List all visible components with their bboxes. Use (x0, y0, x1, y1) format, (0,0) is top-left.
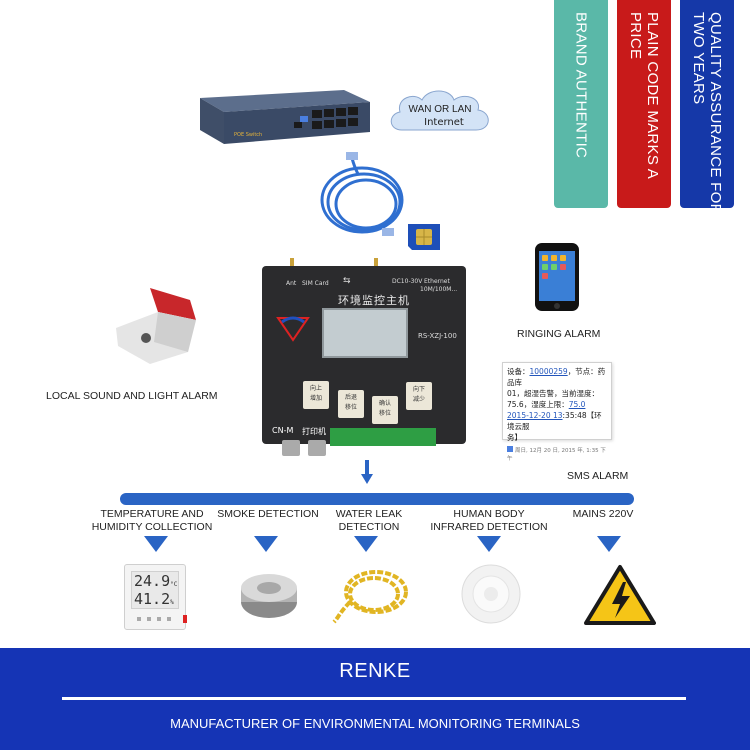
pointer-triangle-smoke (254, 536, 278, 552)
sms-device-id-link[interactable]: 10000259 (529, 367, 568, 376)
footer-brand-title: RENKE (339, 660, 411, 682)
usb-icon: ⇆ (343, 276, 351, 286)
detection-line1: SMOKE DETECTION (217, 508, 319, 520)
detection-line2: INFRARED DETECTION (430, 521, 548, 533)
local-alarm-label: LOCAL SOUND AND LIGHT ALARM (46, 390, 218, 402)
detection-label-smoke: SMOKE DETECTION (212, 508, 324, 521)
device-power-label: DC10-30V (392, 278, 423, 285)
sim-card-image (408, 224, 440, 250)
footer-subtitle: MANUFACTURER OF ENVIRONMENTAL MONITORING… (170, 716, 580, 731)
button-line2: 增加 (309, 395, 322, 402)
thermo-hygrometer-image: 24.9°C 41.2% (124, 564, 187, 630)
device-button-back[interactable]: 后退移位 (338, 390, 364, 418)
sms-alarm-label: SMS ALARM (567, 470, 629, 482)
device-title: 环境监控主机 (338, 294, 410, 307)
pointer-triangle-human-body (477, 536, 501, 552)
thermo-temp: 24.9 (134, 572, 171, 590)
sms-message-card: 设备：10000259，节点：药品库 01，超湿告警，当前湿度： 75.6，湿度… (502, 362, 612, 462)
pointer-triangle-mains (597, 536, 621, 552)
water-leak-rope-image (332, 570, 408, 624)
siren-alarm-image (116, 288, 196, 364)
device-terminal-block (330, 428, 436, 446)
pir-sensor-image (461, 564, 521, 624)
detection-line2: HUMIDITY COLLECTION (91, 521, 213, 533)
button-line1: 后退 (344, 394, 357, 401)
device-lcd-screen (322, 308, 408, 358)
button-line2: 移位 (378, 410, 391, 417)
cloud-label-internet: Internet (424, 117, 464, 128)
sms-footer: 周日, 12月 20 日, 2015 年, 1:35 下午 (507, 448, 606, 462)
timeline-bar (120, 493, 634, 505)
sms-limit-link[interactable]: 75.0 (568, 400, 586, 409)
device-logo (276, 316, 310, 342)
smoke-detector-image (241, 574, 297, 618)
device-port-left (282, 440, 300, 456)
device-port-right (308, 440, 326, 456)
sms-line4: :35:48【环境云服 (507, 411, 602, 431)
pointer-triangle-temperature (144, 536, 168, 552)
pointer-triangle-water-leak (354, 536, 378, 552)
sms-line3: 75.6，湿度上限： (507, 400, 569, 409)
detection-line1: MAINS 220V (572, 508, 634, 520)
button-line1: 向上 (309, 385, 322, 392)
device-ethernet-label: Ethernet (424, 278, 450, 285)
switch-label: POE Switch (234, 132, 262, 138)
device-printer-label: 打印机 (302, 427, 326, 436)
device-button-confirm[interactable]: 确认移位 (372, 396, 398, 424)
thermo-temp-unit: °C (170, 581, 178, 588)
sms-line1: ，节点：药品库 (507, 367, 606, 387)
device-model: RS-XZJ-100 (418, 332, 457, 340)
detection-label-mains: MAINS 220V (566, 508, 640, 521)
phone-image (535, 243, 579, 311)
button-line2: 减少 (412, 396, 425, 403)
down-arrow-icon (361, 460, 373, 484)
device-ant-label: Ant (286, 280, 297, 287)
detection-line2: DETECTION (338, 521, 400, 533)
detection-line1: WATER LEAK (335, 508, 403, 520)
footer-divider (62, 697, 686, 700)
sms-date-link[interactable]: 2015-12-20 13 (507, 411, 563, 420)
ringing-alarm-label: RINGING ALARM (517, 328, 601, 340)
device-button-down[interactable]: 向下减少 (406, 382, 432, 410)
calendar-icon (507, 446, 513, 452)
cloud-label-wan: WAN OR LAN (408, 104, 472, 115)
detection-line1: TEMPERATURE AND (100, 508, 204, 520)
button-line1: 向下 (412, 386, 425, 393)
detection-line1: HUMAN BODY (453, 508, 525, 520)
device-ethernet-speed: 10M/100M... (420, 286, 458, 293)
high-voltage-warning-icon (584, 565, 656, 625)
sms-line2: 01，超湿告警，当前湿度： (507, 389, 600, 398)
sms-prefix: 设备： (507, 367, 530, 376)
sms-line5: 务】 (507, 433, 522, 442)
thermo-hum-unit: % (170, 599, 174, 606)
device-button-up[interactable]: 向上增加 (303, 381, 329, 409)
cloud-icon (390, 90, 489, 131)
device-cnm-label: CN-M (272, 426, 294, 435)
button-line2: 移位 (344, 404, 357, 411)
ethernet-cable-image (320, 152, 404, 236)
poe-switch-image: POE Switch (200, 90, 370, 144)
device-sim-label: SIM Card (302, 280, 329, 287)
ribbon-label: BRAND AUTHENTIC (572, 12, 590, 159)
button-line1: 确认 (378, 400, 391, 407)
thermo-hum: 41.2 (134, 590, 171, 608)
ribbon-brand-authentic: BRAND AUTHENTIC (554, 0, 608, 208)
